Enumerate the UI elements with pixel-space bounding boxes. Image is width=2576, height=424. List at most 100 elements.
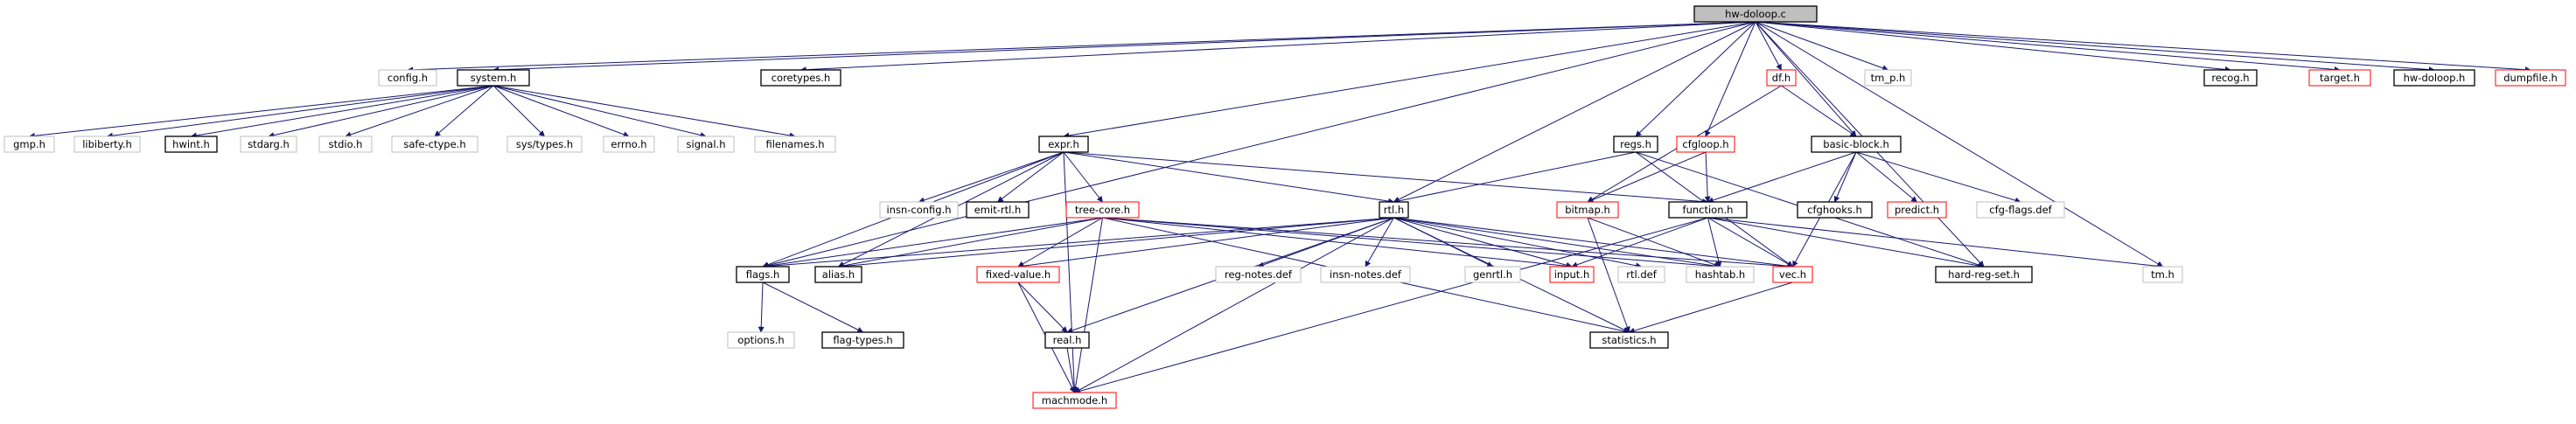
node-regs[interactable]: regs.h [1613, 136, 1658, 153]
node-config[interactable]: config.h [378, 69, 437, 87]
node-safectype[interactable]: safe-ctype.h [391, 136, 478, 153]
node-rtl[interactable]: rtl.h [1379, 201, 1409, 219]
node-tm[interactable]: tm.h [2142, 266, 2183, 283]
node-label: dumpfile.h [2503, 72, 2558, 84]
nodes-layer: hw-doloop.c config.h system.h coretypes.h df… [3, 5, 2566, 409]
node-emitrtl[interactable]: emit-rtl.h [966, 201, 1030, 219]
node-label: expr.h [1048, 138, 1079, 150]
edge-cfgloop-to-function [1704, 151, 1711, 203]
node-box [1032, 392, 1117, 409]
node-basicblock[interactable]: basic-block.h [1811, 136, 1902, 153]
edge-bitmap-to-statistics [1587, 217, 1630, 333]
node-dumpfile[interactable]: dumpfile.h [2495, 69, 2566, 87]
node-box [814, 266, 862, 283]
node-real[interactable]: real.h [1044, 331, 1090, 349]
node-flagtypes[interactable]: flag-types.h [821, 331, 904, 349]
node-stdarg[interactable]: stdarg.h [240, 136, 297, 153]
edge-rtl-to-machmode [1073, 217, 1394, 393]
node-box [2495, 69, 2566, 87]
edge-treecore-to-machmode [1072, 217, 1103, 393]
node-hwint[interactable]: hwint.h [164, 136, 218, 153]
node-systypes[interactable]: sys/types.h [506, 136, 583, 153]
edge-real-to-machmode [1066, 347, 1077, 393]
node-bitmap[interactable]: bitmap.h [1556, 201, 1619, 219]
edge-system-to-signal [492, 85, 707, 138]
edge-treecore-to-alias [837, 217, 1103, 269]
node-box [1556, 201, 1619, 219]
node-flags[interactable]: flags.h [736, 266, 790, 283]
node-system[interactable]: system.h [457, 69, 530, 87]
edge-root-to-hwdoloop [1755, 21, 2435, 73]
node-alias[interactable]: alias.h [814, 266, 862, 283]
node-label: rtl.def [1626, 268, 1657, 281]
node-box [457, 69, 530, 87]
node-box [1676, 136, 1735, 153]
node-box [1766, 69, 1797, 87]
edge-regs-to-rtl [1393, 151, 1637, 205]
node-expr[interactable]: expr.h [1038, 136, 1089, 153]
edge-root-to-config [407, 21, 1756, 73]
node-box [1686, 266, 1755, 283]
node-label: regs.h [1620, 138, 1651, 150]
node-box [1772, 266, 1813, 283]
edge-rtl-to-hashtab [1393, 217, 1721, 269]
node-libiberty[interactable]: libiberty.h [73, 136, 141, 153]
node-input[interactable]: input.h [1549, 266, 1595, 283]
edge-root-to-regs [1635, 21, 1756, 137]
node-box [1464, 266, 1521, 283]
node-regnotes[interactable]: reg-notes.def [1215, 266, 1302, 283]
node-label: flags.h [746, 268, 780, 281]
edge-expr-to-machmode [1063, 151, 1078, 393]
node-errno[interactable]: errno.h [603, 136, 655, 153]
node-fixedvalue[interactable]: fixed-value.h [976, 266, 1060, 283]
node-predict[interactable]: predict.h [1887, 201, 1947, 219]
node-cfghooks[interactable]: cfghooks.h [1797, 201, 1873, 219]
node-box [677, 136, 735, 153]
node-box [318, 136, 373, 153]
node-label: fixed-value.h [986, 268, 1051, 281]
node-machmode[interactable]: machmode.h [1032, 392, 1117, 409]
node-treecore[interactable]: tree-core.h [1065, 201, 1140, 219]
node-vec[interactable]: vec.h [1772, 266, 1813, 283]
node-label: machmode.h [1042, 394, 1107, 407]
edge-expr-to-rtl [1063, 151, 1395, 205]
node-tm_p[interactable]: tm_p.h [1864, 69, 1912, 87]
node-label: insn-config.h [886, 204, 951, 216]
node-cfgloop[interactable]: cfgloop.h [1676, 136, 1735, 153]
node-box [3, 136, 55, 153]
node-hwdoloop[interactable]: hw-doloop.h [2393, 69, 2475, 87]
node-root: hw-doloop.c [1693, 5, 1818, 23]
node-recog[interactable]: recog.h [2203, 69, 2258, 87]
edge-system-to-stdarg [268, 85, 494, 139]
node-box [976, 266, 1060, 283]
node-options[interactable]: options.h [727, 331, 795, 349]
edge-expr-to-insnconfig [918, 151, 1065, 204]
node-signal[interactable]: signal.h [677, 136, 735, 153]
node-target[interactable]: target.h [2308, 69, 2371, 87]
node-stdio[interactable]: stdio.h [318, 136, 373, 153]
node-insnnotes[interactable]: insn-notes.def [1320, 266, 1411, 283]
node-coretypes[interactable]: coretypes.h [760, 69, 841, 87]
node-box [760, 69, 841, 87]
edge-system-to-safectype [434, 85, 494, 137]
node-box [1215, 266, 1302, 283]
node-gmp[interactable]: gmp.h [3, 136, 55, 153]
node-cfgflags[interactable]: cfg-flags.def [1976, 201, 2065, 219]
node-rtldef[interactable]: rtl.def [1617, 266, 1665, 283]
node-function[interactable]: function.h [1668, 201, 1748, 219]
edge-root-to-recog [1755, 21, 2231, 73]
edge-basicblock-to-cfgflags [1855, 151, 2021, 204]
edge-root-to-coretypes [799, 21, 1756, 73]
edge-function-to-tm [1707, 217, 2164, 269]
node-insnconfig[interactable]: insn-config.h [879, 201, 959, 219]
node-filenames[interactable]: filenames.h [754, 136, 836, 153]
node-df[interactable]: df.h [1766, 69, 1797, 87]
node-hashtab[interactable]: hashtab.h [1686, 266, 1755, 283]
node-statistics[interactable]: statistics.h [1589, 331, 1669, 349]
node-label: hwint.h [172, 138, 210, 150]
node-box [1668, 201, 1748, 219]
node-genrtl[interactable]: genrtl.h [1464, 266, 1521, 283]
node-hardregset[interactable]: hard-reg-set.h [1935, 266, 2033, 283]
edge-system-to-errno [492, 85, 630, 138]
